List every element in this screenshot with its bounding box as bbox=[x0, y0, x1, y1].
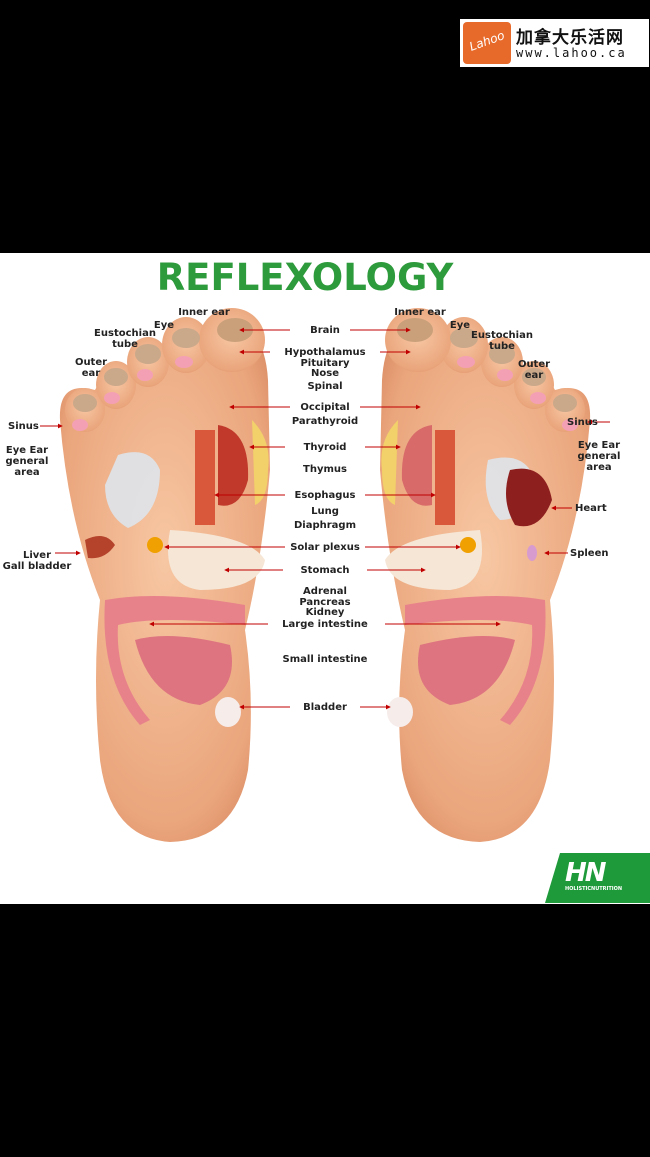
label-bladder: Bladder bbox=[303, 702, 347, 713]
label-arrows bbox=[40, 327, 610, 710]
label-right-eye: Eye bbox=[449, 320, 471, 331]
label-diaphragm: Diaphragm bbox=[293, 520, 357, 531]
label-right-eye-ear-general: Eye Ear general area bbox=[577, 440, 621, 473]
label-occipital: Occipital bbox=[300, 402, 350, 413]
label-pancreas: Pancreas bbox=[299, 597, 351, 608]
watermark: Lahoo 加拿大乐活网 www.lahoo.ca bbox=[460, 19, 649, 67]
feet-illustration bbox=[40, 308, 610, 843]
label-right-inner-ear: Inner ear bbox=[394, 307, 446, 318]
left-foot bbox=[59, 308, 271, 843]
label-right-sinus: Sinus bbox=[567, 417, 598, 428]
label-left-eye: Eye bbox=[153, 320, 175, 331]
label-heart: Heart bbox=[575, 503, 607, 514]
label-solar-plexus: Solar plexus bbox=[290, 542, 360, 553]
label-esophagus: Esophagus bbox=[294, 490, 356, 501]
hn-badge-icon bbox=[545, 853, 650, 903]
label-kidney: Kidney bbox=[305, 607, 345, 618]
label-large-intestine: Large intestine bbox=[282, 619, 368, 630]
label-left-eye-ear-general: Eye Ear general area bbox=[5, 445, 49, 478]
label-spleen: Spleen bbox=[570, 548, 609, 559]
label-liver-gall-bladder: Liver Gall bladder bbox=[2, 550, 72, 572]
label-thymus: Thymus bbox=[303, 464, 347, 475]
right-foot bbox=[380, 308, 591, 843]
label-right-outer-ear: Outer ear bbox=[517, 359, 551, 381]
label-left-sinus: Sinus bbox=[8, 421, 39, 432]
label-parathyroid: Parathyroid bbox=[291, 416, 359, 427]
label-lung: Lung bbox=[311, 506, 339, 517]
label-adrenal: Adrenal bbox=[303, 586, 347, 597]
label-thyroid: Thyroid bbox=[303, 442, 347, 453]
label-hypothalamus: Hypothalamus bbox=[284, 347, 366, 358]
label-nose: Nose bbox=[311, 368, 339, 379]
label-small-intestine: Small intestine bbox=[282, 654, 368, 665]
label-left-outer-ear: Outer ear bbox=[74, 357, 108, 379]
lahoo-logo-icon: Lahoo bbox=[463, 22, 511, 64]
label-brain: Brain bbox=[310, 325, 340, 336]
label-stomach: Stomach bbox=[300, 565, 350, 576]
label-spinal: Spinal bbox=[307, 381, 343, 392]
badge-letters: HN bbox=[565, 858, 607, 888]
label-left-inner-ear: Inner ear bbox=[178, 307, 230, 318]
watermark-site-name: 加拿大乐活网 bbox=[516, 28, 624, 48]
label-left-eustochian-tube: Eustochian tube bbox=[94, 328, 156, 350]
label-right-eustochian-tube: Eustochian tube bbox=[471, 330, 533, 352]
diagram-title: REFLEXOLOGY bbox=[156, 256, 454, 299]
label-pituitary: Pituitary bbox=[300, 358, 350, 369]
badge-subtitle: HOLISTICNUTRITION bbox=[565, 886, 623, 892]
watermark-url: www.lahoo.ca bbox=[516, 46, 627, 60]
